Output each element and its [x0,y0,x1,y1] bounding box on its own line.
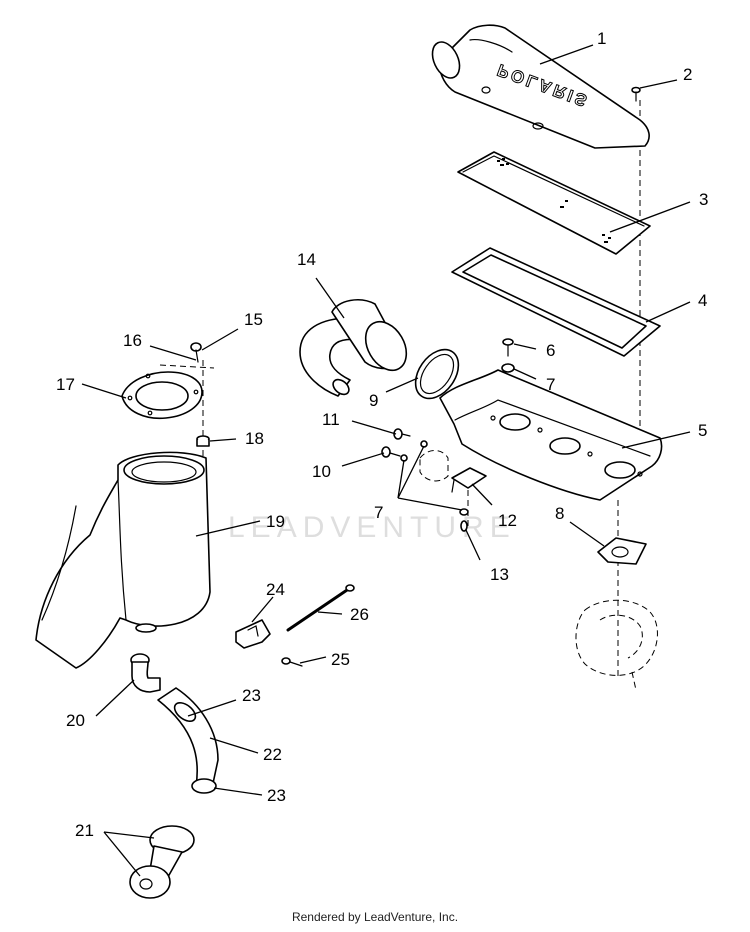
callout-2: 2 [683,65,692,84]
callout-5: 5 [698,421,707,440]
callout-12: 12 [498,511,517,530]
hose-clamp-upper [173,701,197,723]
callout-24: 24 [266,580,285,599]
assembly-guide-lines [159,100,641,680]
callout-14: 14 [297,250,316,269]
drain-plug [129,825,195,899]
callout-7b: 7 [374,503,383,522]
tank-cap-gasket [121,371,203,420]
carburetor-gasket [597,537,647,565]
air-filter-element [457,151,651,255]
callout-25: 25 [331,650,350,669]
clip-screw [281,657,303,667]
callout-4: 4 [698,291,707,310]
drain-elbow [130,653,161,693]
callout-15: 15 [244,310,263,329]
callout-13: 13 [490,565,509,584]
callout-19: 19 [266,512,285,531]
grommet [196,435,210,447]
callout-9: 9 [369,391,378,410]
cable-tie [286,584,355,632]
callout-18: 18 [245,429,264,448]
callout-23a: 23 [242,686,261,705]
intake-elbow [299,299,408,397]
callout-21: 21 [75,821,94,840]
callout-leader-lines [81,44,691,877]
carburetor [575,599,658,691]
hose-clamp-lower [191,778,217,794]
callout-16: 16 [123,331,142,350]
callout-17: 17 [56,375,75,394]
callout-8: 8 [555,504,564,523]
callout-labels: 1 2 3 4 5 6 7 8 9 10 11 7 12 13 14 15 16… [56,29,708,840]
callout-20: 20 [66,711,85,730]
base-screw [502,338,514,357]
drain-hose [157,687,219,789]
callout-23b: 23 [267,786,286,805]
hose-clamp [414,348,460,400]
callout-22: 22 [263,745,282,764]
air-box-base [439,369,663,501]
cover-screw [631,86,641,102]
air-box-cover: POLARIS [431,24,650,149]
callout-3: 3 [699,190,708,209]
callout-26: 26 [350,605,369,624]
callout-6: 6 [546,341,555,360]
intake-silencer [35,451,211,669]
air-box-gasket [451,247,661,357]
callout-10: 10 [312,462,331,481]
callout-1: 1 [597,29,606,48]
callout-11: 11 [322,410,340,429]
tank-screw [190,342,202,363]
wire-clip [235,619,271,649]
footer-credit: Rendered by LeadVenture, Inc. [291,910,459,924]
callout-7a: 7 [546,375,555,394]
base-washer [501,363,515,373]
